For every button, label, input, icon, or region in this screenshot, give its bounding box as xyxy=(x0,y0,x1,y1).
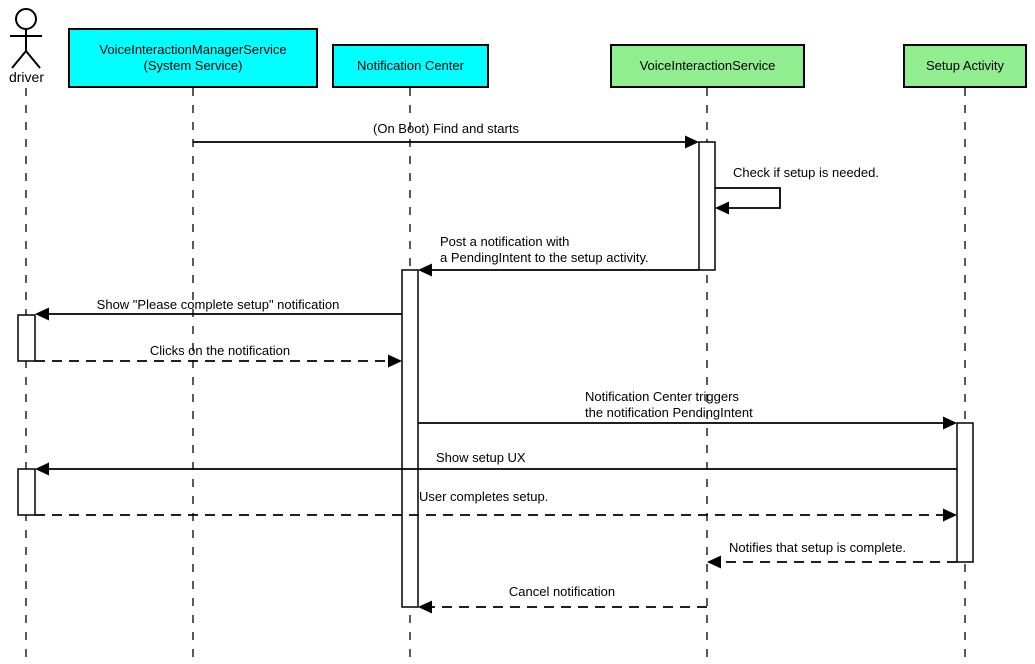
message-label-post-notification: Post a notification with a PendingIntent… xyxy=(440,234,649,265)
message-arrow-show-setup-notification xyxy=(35,307,402,321)
message-label-on-boot-find-and-starts: (On Boot) Find and starts xyxy=(373,121,519,136)
message-label-triggers-pendingintent: Notification Center triggers the notific… xyxy=(585,389,753,420)
message-label-show-setup-ux: Show setup UX xyxy=(436,450,526,465)
message-arrow-post-notification xyxy=(418,263,699,277)
message-arrow-check-if-setup-needed xyxy=(715,187,781,215)
message-arrow-on-boot-find-and-starts xyxy=(193,135,699,149)
activation-driver-1 xyxy=(17,314,36,362)
message-arrow-show-setup-ux xyxy=(35,462,957,476)
participant-box-setup-activity: Setup Activity xyxy=(903,44,1027,88)
participant-box-voice-interaction-service: VoiceInteractionService xyxy=(610,44,805,88)
activation-driver-2 xyxy=(17,468,36,516)
activation-notification-center xyxy=(401,269,419,608)
message-label-clicks-notification: Clicks on the notification xyxy=(149,343,291,358)
message-label-show-setup-notification: Show "Please complete setup" notificatio… xyxy=(96,297,340,312)
message-arrow-notifies-setup-complete xyxy=(707,555,957,569)
message-arrow-triggers-pendingintent xyxy=(418,416,957,430)
activation-setup-activity xyxy=(956,422,974,563)
participant-box-notification-center: Notification Center xyxy=(332,44,489,88)
actor-stick-figure-icon xyxy=(10,8,42,69)
message-arrow-cancel-notification xyxy=(418,600,707,614)
message-label-cancel-notification: Cancel notification xyxy=(508,584,616,599)
actor-label-driver: driver xyxy=(8,69,44,85)
message-arrow-user-completes-setup xyxy=(35,508,957,522)
message-label-notifies-setup-complete: Notifies that setup is complete. xyxy=(729,540,907,555)
participant-box-vims: VoiceInteractionManagerService (System S… xyxy=(68,28,318,88)
message-label-check-if-setup-needed: Check if setup is needed. xyxy=(733,165,879,180)
activation-voice-interaction-service xyxy=(698,141,716,271)
message-arrow-clicks-notification xyxy=(35,354,402,368)
message-label-user-completes-setup: User completes setup. xyxy=(419,489,549,504)
